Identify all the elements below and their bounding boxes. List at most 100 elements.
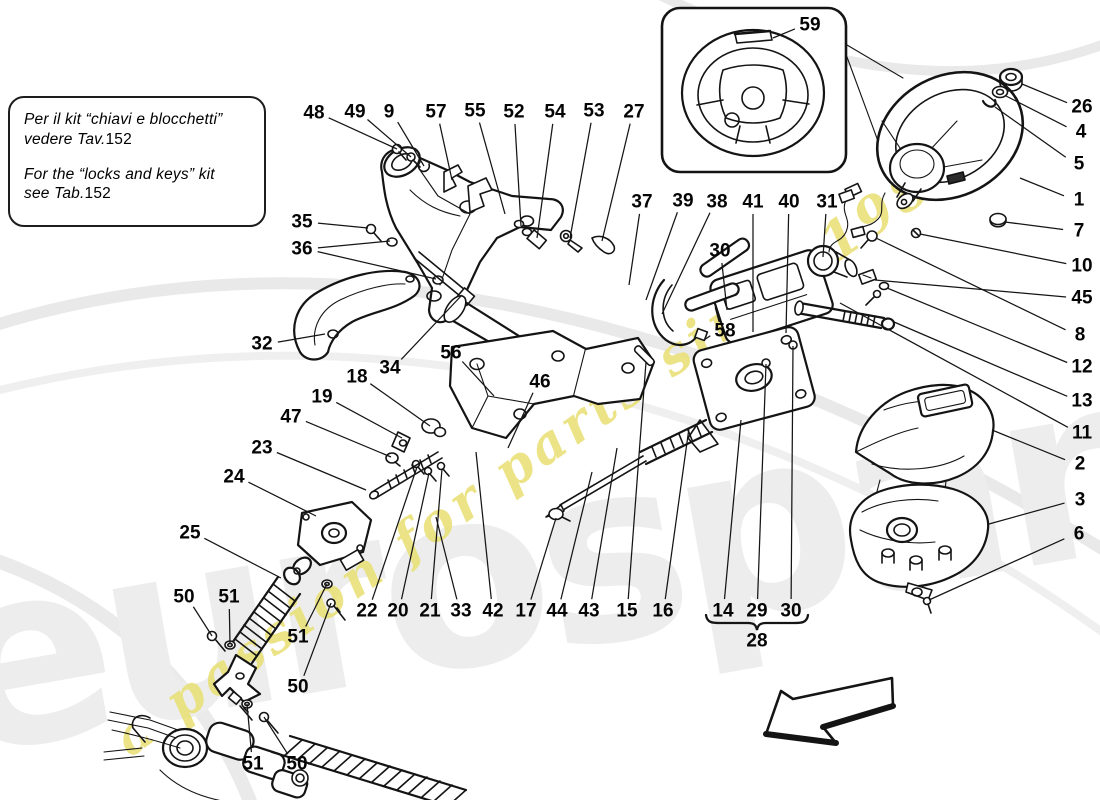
part-number: 59: [799, 15, 820, 36]
curved-bracket-32: [293, 269, 421, 361]
part-number: 49: [344, 102, 365, 123]
part-number: 6: [1074, 524, 1085, 545]
lever: [591, 235, 616, 255]
part-number: 31: [816, 192, 838, 213]
callout-14: 14: [712, 419, 742, 622]
leader-line: [886, 287, 1068, 364]
callout-40: 40: [778, 192, 800, 334]
leader-line: [628, 213, 641, 286]
callout-34: 34: [379, 294, 463, 379]
part-number: 37: [631, 192, 652, 213]
callout-43: 43: [578, 447, 618, 622]
callout-3: 3: [988, 490, 1086, 525]
part-number: 29: [746, 601, 767, 622]
callout-58: 58: [703, 321, 736, 342]
leader-line: [785, 213, 790, 334]
part-number: 27: [623, 102, 644, 123]
callout-21: 21: [419, 468, 443, 622]
callout-8: 8: [875, 237, 1085, 346]
leader-line: [591, 447, 618, 600]
inset-box-frame: [660, 6, 848, 174]
group-28-brace: 28: [704, 613, 810, 652]
part-number: 32: [251, 334, 272, 355]
part-number: 4: [1076, 122, 1087, 143]
leader-line: [400, 294, 463, 360]
column-switch-assembly: [684, 189, 896, 345]
support-plate: [467, 177, 493, 213]
callout-2: 2: [991, 429, 1085, 475]
leader-line: [263, 716, 289, 755]
part-number: 54: [544, 102, 566, 123]
bushing-17: [548, 507, 564, 521]
part-number: 58: [714, 321, 735, 342]
leader-line: [721, 262, 728, 311]
leader-line: [601, 123, 631, 242]
part-number: 30: [709, 241, 730, 262]
note-it-ref-number: 152: [105, 130, 132, 148]
leader-line: [400, 472, 430, 600]
note-en-line2: see Tab.: [24, 185, 85, 203]
leader-line: [874, 279, 1067, 298]
nut: [998, 67, 1024, 87]
callout-53: 53: [569, 101, 605, 239]
callout-29: 29: [746, 363, 768, 622]
intermediate-shaft-assembly: [206, 500, 373, 734]
part-number: 51: [218, 587, 240, 608]
wheel-fasteners: [857, 67, 1024, 285]
key-head: [559, 229, 573, 243]
part-number: 3: [1075, 490, 1086, 511]
leader-line: [756, 363, 767, 600]
part-number: 43: [578, 601, 599, 622]
callout-20: 20: [387, 472, 430, 622]
shim-58: [694, 327, 709, 342]
yoke-19: [391, 431, 411, 453]
part-number: 41: [742, 192, 764, 213]
callout-31: 31: [816, 192, 838, 258]
callout-33: 33: [435, 516, 472, 622]
cap: [989, 212, 1007, 226]
callout-19: 19: [311, 387, 403, 439]
lower-mounting-plate: [411, 326, 816, 522]
callout-56: 56: [440, 343, 495, 397]
lower-shroud-3: [848, 483, 990, 588]
part-number: 26: [1071, 97, 1092, 118]
callout-10: 10: [919, 233, 1093, 277]
part-number: 18: [346, 367, 367, 388]
direction-arrow: [763, 676, 896, 746]
part-number: 50: [173, 587, 194, 608]
callout-36: 36: [291, 239, 437, 280]
callout-41: 41: [742, 192, 764, 332]
support-bracket-46: [448, 329, 656, 440]
callout-5: 5: [994, 106, 1085, 175]
shroud-screw-6: [922, 596, 932, 606]
part-number: 34: [379, 358, 401, 379]
washer: [991, 85, 1009, 99]
part-number: 25: [179, 523, 201, 544]
leader-line: [192, 606, 213, 637]
snap-ring: [981, 98, 997, 108]
leader-line: [430, 468, 443, 600]
leader-line: [919, 233, 1067, 265]
leader-line: [317, 222, 369, 229]
stalk-switch: [699, 237, 751, 278]
lock-cylinder: [526, 229, 548, 250]
callout-6: 6: [928, 524, 1085, 601]
leader-line: [790, 345, 794, 600]
callout-17: 17: [515, 517, 557, 622]
part-number: 56: [440, 343, 461, 364]
upper-bracket-assembly: [365, 143, 616, 324]
part-number: 5: [1074, 154, 1085, 175]
part-number: 52: [503, 102, 524, 123]
callout-38: 38: [661, 192, 728, 315]
part-number: 33: [450, 601, 471, 622]
ignition-switch-barrel: [806, 244, 840, 278]
callout-22: 22: [356, 466, 418, 622]
callout-45: 45: [874, 279, 1093, 309]
part-number: 55: [464, 101, 486, 122]
part-number: 13: [1071, 391, 1092, 412]
leader-line: [1004, 221, 1064, 231]
callout-4: 4: [1005, 95, 1087, 143]
part-number: 42: [482, 601, 503, 622]
note-italian: Per il kit “chiavi e blocchetti” vedere …: [24, 110, 256, 150]
part-number: 38: [706, 192, 727, 213]
